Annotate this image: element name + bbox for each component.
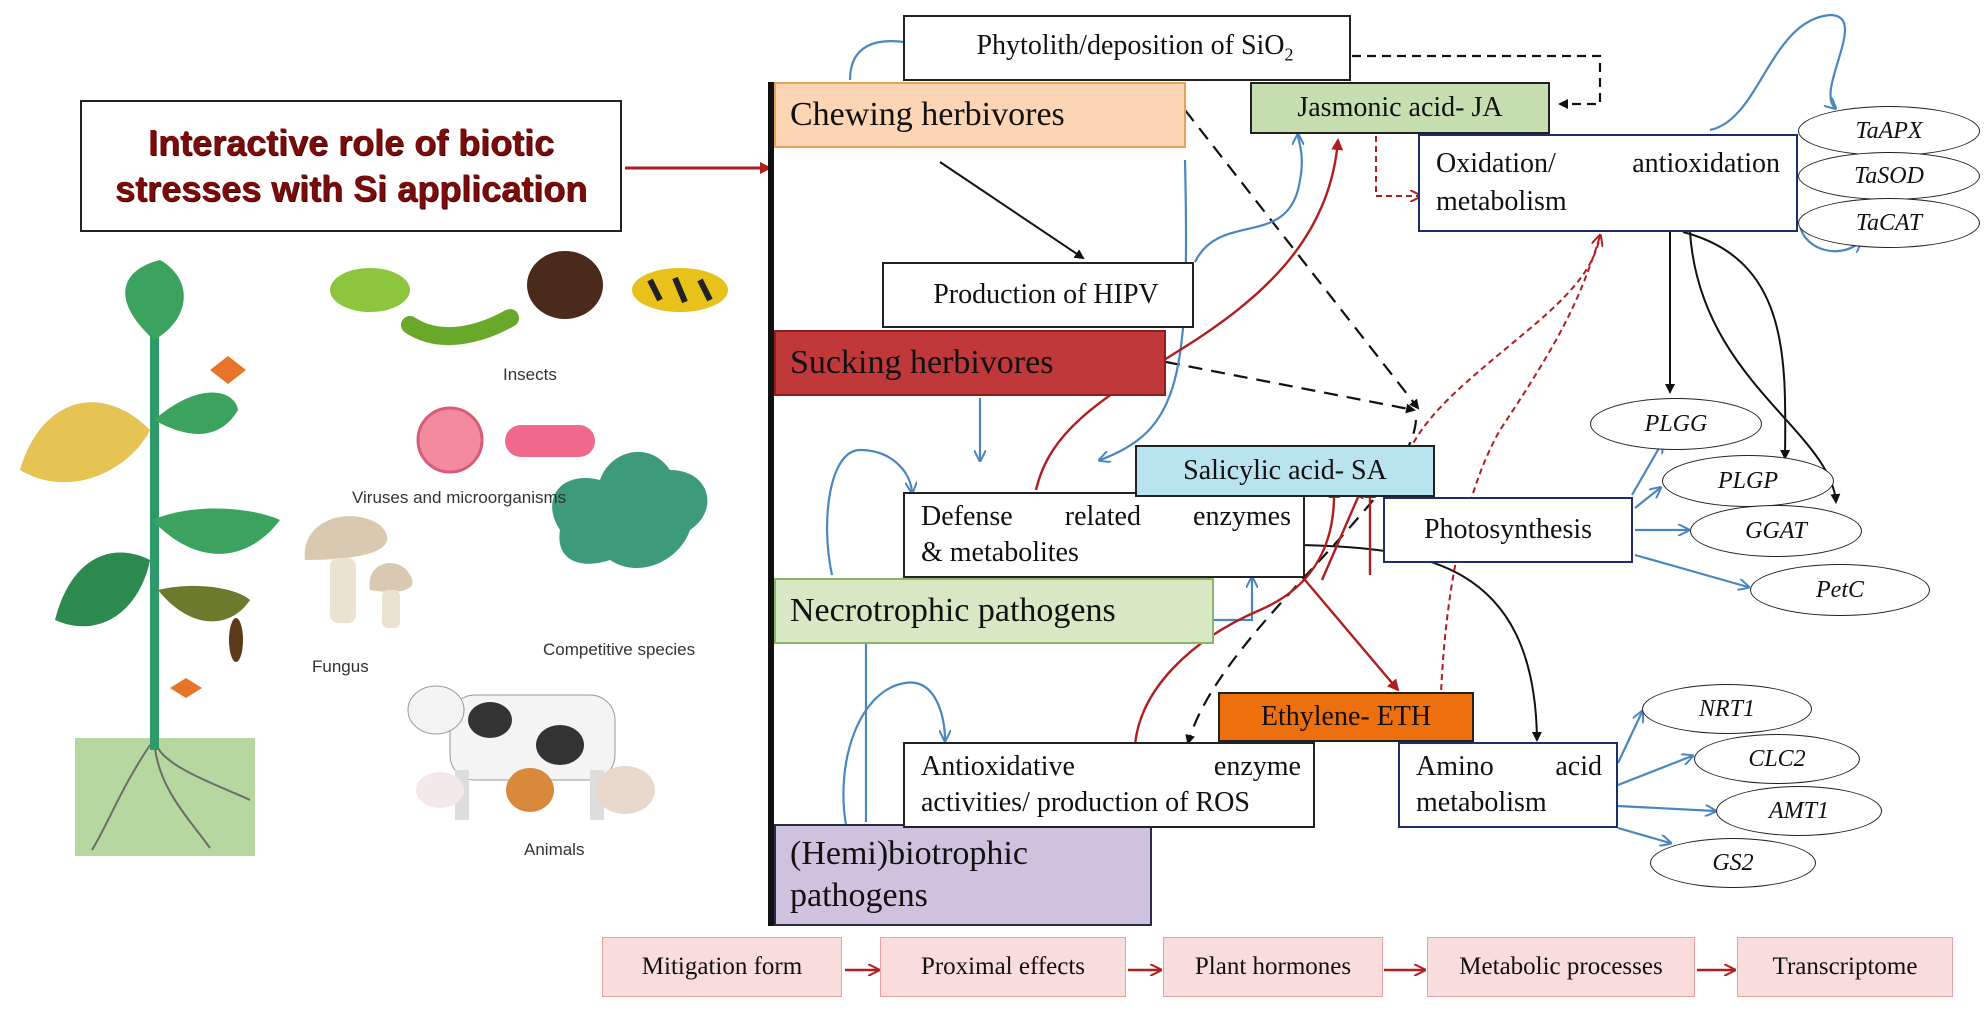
red-defense-to-sa-a: [1320, 486, 1364, 581]
sucking-herbivores-box: Sucking herbivores: [774, 330, 1166, 396]
defense-label-line2: & metabolites: [921, 537, 1079, 568]
label-fungus: Fungus: [312, 657, 369, 676]
legend-plant-hormones: Plant hormones: [1163, 937, 1383, 997]
red-antiox-to-sa: [1133, 486, 1341, 746]
blue-oxi-to-taapx: [1709, 13, 1846, 132]
legend-transcriptome: Transcriptome: [1737, 937, 1953, 997]
red-defense-to-ja: [1034, 138, 1344, 491]
hemibiotrophic-label-line2: pathogens: [790, 877, 928, 914]
antioxidative-box: Antioxidative enzyme activities/ product…: [903, 742, 1315, 828]
necrotrophic-pathogens-label: Necrotrophic pathogens: [790, 592, 1116, 629]
stress-axis-bar: [768, 82, 774, 926]
blue-amino-to-clc2: [1617, 756, 1692, 787]
oxidation-metabolism-box: Oxidation/ antioxidation metabolism: [1418, 134, 1798, 232]
blue-photo-to-plgp: [1634, 488, 1660, 509]
ethylene-label: Ethylene- ETH: [1260, 701, 1432, 732]
microorganisms-illustration: [416, 406, 595, 474]
red-dash-photo-to-oxi: [1439, 236, 1600, 741]
blue-photo-to-plgg-line: [1631, 443, 1662, 496]
antiox-label-line2: activities/ production of ROS: [921, 787, 1250, 818]
arrow-chewing-to-hipv: [939, 161, 1085, 260]
defense-label-line1: Defense related enzymes: [921, 501, 1291, 532]
label-competitive: Competitive species: [543, 640, 696, 659]
gene-tacat: TaCAT: [1798, 198, 1980, 248]
jasmonic-acid-label: Jasmonic acid- JA: [1297, 92, 1503, 123]
gene-petc: PetC: [1750, 564, 1930, 616]
label-insects: Insects: [503, 365, 557, 384]
label-viruses: Viruses and microorganisms: [352, 488, 567, 507]
legend-mitigation-form: Mitigation form: [602, 937, 842, 997]
photosynthesis-box: Photosynthesis: [1383, 497, 1633, 563]
salicylic-acid-label: Salicylic acid- SA: [1183, 455, 1387, 486]
label-animals: Animals: [524, 840, 585, 859]
sucking-herbivores-label: Sucking herbivores: [790, 344, 1054, 381]
gene-amt1: AMT1: [1716, 786, 1882, 836]
amino-label-line1: Amino acid: [1416, 751, 1602, 782]
insects-illustration: [330, 251, 728, 346]
blue-amino-to-nrt1: [1617, 712, 1642, 764]
oxidation-label-line2: metabolism: [1436, 186, 1567, 217]
dash-phytolith-to-ja: [1352, 54, 1602, 109]
red-dash-defense-to-oxi: [1399, 235, 1601, 481]
dash-sucking-to-node: [1165, 360, 1416, 414]
photosynthesis-label: Photosynthesis: [1423, 514, 1593, 545]
antiox-label-line1: Antioxidative enzyme: [921, 751, 1301, 782]
gene-nrt1: NRT1: [1642, 684, 1812, 734]
phytolith-label-text: Phytolith/deposition of SiO: [976, 30, 1285, 62]
red-dash-ja-to-oxi: [1375, 136, 1420, 196]
gene-taapx: TaAPX: [1798, 106, 1980, 156]
animals-illustration: [407, 685, 655, 820]
gene-plgg: PLGG: [1590, 398, 1762, 450]
blue-amino-to-gs2: [1617, 826, 1670, 843]
ethylene-box: Ethylene- ETH: [1218, 692, 1474, 742]
gene-ggat: GGAT: [1690, 505, 1862, 557]
hipv-label: Production of HIPV: [933, 279, 1159, 310]
gene-plgp: PLGP: [1662, 455, 1834, 507]
legend-proximal-effects: Proximal effects: [880, 937, 1126, 997]
blue-photo-to-petc: [1634, 553, 1748, 587]
red-defense-to-eth: [1304, 579, 1400, 692]
hemibiotrophic-pathogens-box: (Hemi)biotrophic pathogens: [774, 824, 1152, 926]
fungus-illustration: [304, 516, 413, 628]
amino-acid-box: Amino acid metabolism: [1398, 742, 1618, 828]
plant-illustration: [20, 260, 280, 856]
amino-label-line2: metabolism: [1416, 787, 1547, 818]
phytolith-subscript: 2: [1284, 44, 1294, 65]
hipv-box: Production of HIPV: [882, 262, 1194, 328]
salicylic-acid-box: Salicylic acid- SA: [1135, 445, 1435, 497]
diagram-title: Interactive role of biotic stresses with…: [80, 100, 622, 232]
competitive-species-illustration: [552, 451, 708, 569]
blue-necro-to-defense: [826, 448, 912, 576]
oxidation-label-line1: Oxidation/ antioxidation: [1436, 148, 1780, 179]
phytolith-box: Phytolith/deposition of SiO2: [903, 15, 1351, 81]
blue-amino-to-amt1: [1617, 806, 1715, 811]
gene-clc2: CLC2: [1694, 734, 1860, 784]
blue-hipv-to-ja: [1194, 135, 1302, 263]
blue-chewing-to-sa: [1100, 159, 1188, 460]
chewing-herbivores-box: Chewing herbivores: [774, 82, 1186, 148]
hemibiotrophic-label-line1: (Hemi)biotrophic: [790, 835, 1028, 872]
phytolith-label: Phytolith/deposition of SiO2: [976, 30, 1293, 66]
blue-hemi-to-antiox: [842, 681, 945, 826]
necrotrophic-pathogens-box: Necrotrophic pathogens: [774, 578, 1214, 644]
chewing-herbivores-label: Chewing herbivores: [790, 96, 1065, 133]
dash-chewing-to-node: [1184, 109, 1420, 410]
gene-tasod: TaSOD: [1798, 152, 1980, 200]
jasmonic-acid-box: Jasmonic acid- JA: [1250, 82, 1550, 134]
blue-oxi-to-tacat: [1798, 225, 1860, 251]
gene-gs2: GS2: [1650, 838, 1816, 888]
legend-metabolic-processes: Metabolic processes: [1427, 937, 1695, 997]
diagram-title-text: Interactive role of biotic stresses with…: [114, 122, 588, 209]
arrow-defense-to-amino: [1299, 544, 1542, 742]
defense-enzymes-box: Defense related enzymes & metabolites: [903, 492, 1305, 578]
